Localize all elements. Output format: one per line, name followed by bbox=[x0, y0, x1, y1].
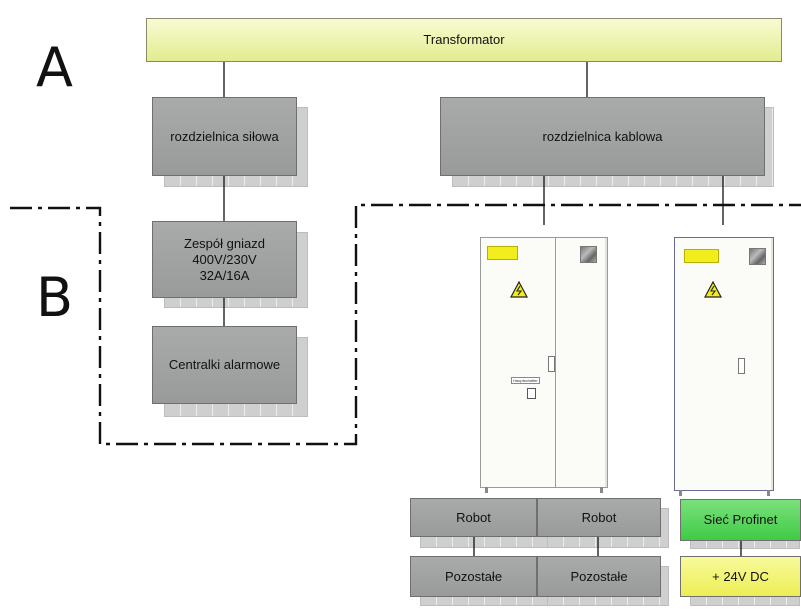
dc-24v-label: + 24V DC bbox=[712, 568, 769, 584]
cable-switchboard-box: rozdzielnica kablowa bbox=[440, 97, 765, 176]
warning-triangle-icon bbox=[704, 281, 722, 298]
cabinet-single-leg bbox=[767, 490, 770, 496]
other-2-label: Pozostałe bbox=[570, 568, 628, 584]
other-1-box: Pozostałe bbox=[410, 556, 537, 597]
cabinet-double-leg bbox=[485, 487, 488, 493]
alarm-centrals-box: Centralki alarmowe bbox=[152, 326, 297, 404]
cabinet-double-divider bbox=[555, 238, 556, 487]
socket-set-line-3: 32A/16A bbox=[199, 267, 250, 283]
robot-2-box: Robot bbox=[537, 498, 661, 537]
power-switchboard-box: rozdzielnica siłowa bbox=[152, 97, 297, 176]
transformer-box: Transformator bbox=[146, 18, 782, 62]
other-2-box: Pozostałe bbox=[537, 556, 661, 597]
main-switch-tag: Hauptschalter bbox=[511, 377, 540, 384]
power-switchboard-label: rozdzielnica siłowa bbox=[170, 128, 279, 144]
cabinet-single-label-plate bbox=[684, 249, 719, 263]
alarm-centrals-label: Centralki alarmowe bbox=[168, 357, 281, 372]
socket-set-box: Zespół gniazd 400V/230V 32A/16A bbox=[152, 221, 297, 298]
main-switch-indicator bbox=[527, 388, 536, 399]
profinet-box: Sieć Profinet bbox=[680, 499, 801, 541]
zone-b-left-boundary bbox=[10, 203, 801, 446]
cabinet-double-label-plate bbox=[487, 246, 518, 260]
cabinet-double-leg bbox=[600, 487, 603, 493]
ventilation-grille-icon bbox=[580, 246, 597, 263]
cabinet-double bbox=[480, 237, 608, 488]
dc-24v-box: + 24V DC bbox=[680, 556, 801, 597]
cabinet-single-leg bbox=[679, 490, 682, 496]
warning-triangle-icon bbox=[510, 281, 528, 298]
socket-set-line-1: Zespół gniazd bbox=[184, 235, 265, 251]
cabinet-single-handle bbox=[738, 358, 745, 374]
cabinet-double-handle bbox=[548, 356, 555, 372]
socket-set-line-2: 400V/230V bbox=[192, 251, 257, 267]
ventilation-grille-icon bbox=[749, 248, 766, 265]
cable-switchboard-label: rozdzielnica kablowa bbox=[542, 128, 663, 144]
robot-2-label: Robot bbox=[581, 509, 617, 525]
transformer-label: Transformator bbox=[423, 32, 505, 47]
robot-1-label: Robot bbox=[456, 509, 491, 525]
zone-label-b: B bbox=[36, 266, 74, 329]
zone-label-a: A bbox=[36, 36, 73, 99]
other-1-label: Pozostałe bbox=[444, 568, 503, 584]
cabinet-single bbox=[674, 237, 774, 491]
profinet-label: Sieć Profinet bbox=[703, 512, 778, 527]
robot-1-box: Robot bbox=[410, 498, 537, 537]
